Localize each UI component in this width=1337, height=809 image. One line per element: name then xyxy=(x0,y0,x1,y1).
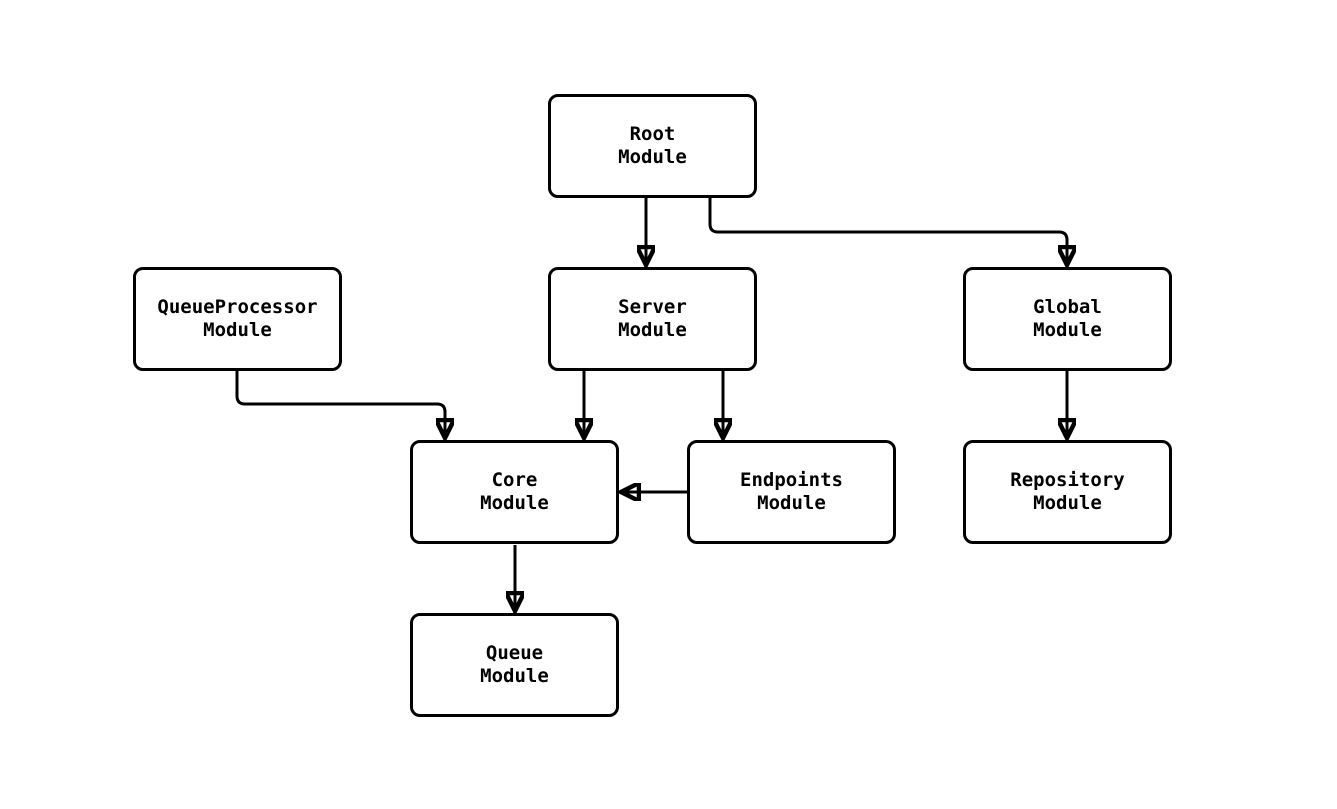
node-global-module-label: Global Module xyxy=(1033,296,1102,341)
node-queueprocessor-module-label: QueueProcessor Module xyxy=(157,296,318,341)
node-repository-module: Repository Module xyxy=(963,440,1172,544)
node-global-module: Global Module xyxy=(963,267,1172,371)
node-root-module-label: Root Module xyxy=(618,123,687,168)
node-repository-module-label: Repository Module xyxy=(1010,469,1125,514)
node-core-module-label: Core Module xyxy=(480,469,549,514)
node-server-module-label: Server Module xyxy=(618,296,687,341)
edge-queueprocessor-to-core xyxy=(235,371,445,435)
node-queue-module: Queue Module xyxy=(410,613,619,717)
node-server-module: Server Module xyxy=(548,267,757,371)
node-core-module: Core Module xyxy=(410,440,619,544)
node-queueprocessor-module: QueueProcessor Module xyxy=(133,267,342,371)
edge-root-to-global xyxy=(708,198,1067,262)
node-endpoints-module-label: Endpoints Module xyxy=(740,469,843,514)
node-endpoints-module: Endpoints Module xyxy=(687,440,896,544)
node-queue-module-label: Queue Module xyxy=(480,642,549,687)
node-root-module: Root Module xyxy=(548,94,757,198)
